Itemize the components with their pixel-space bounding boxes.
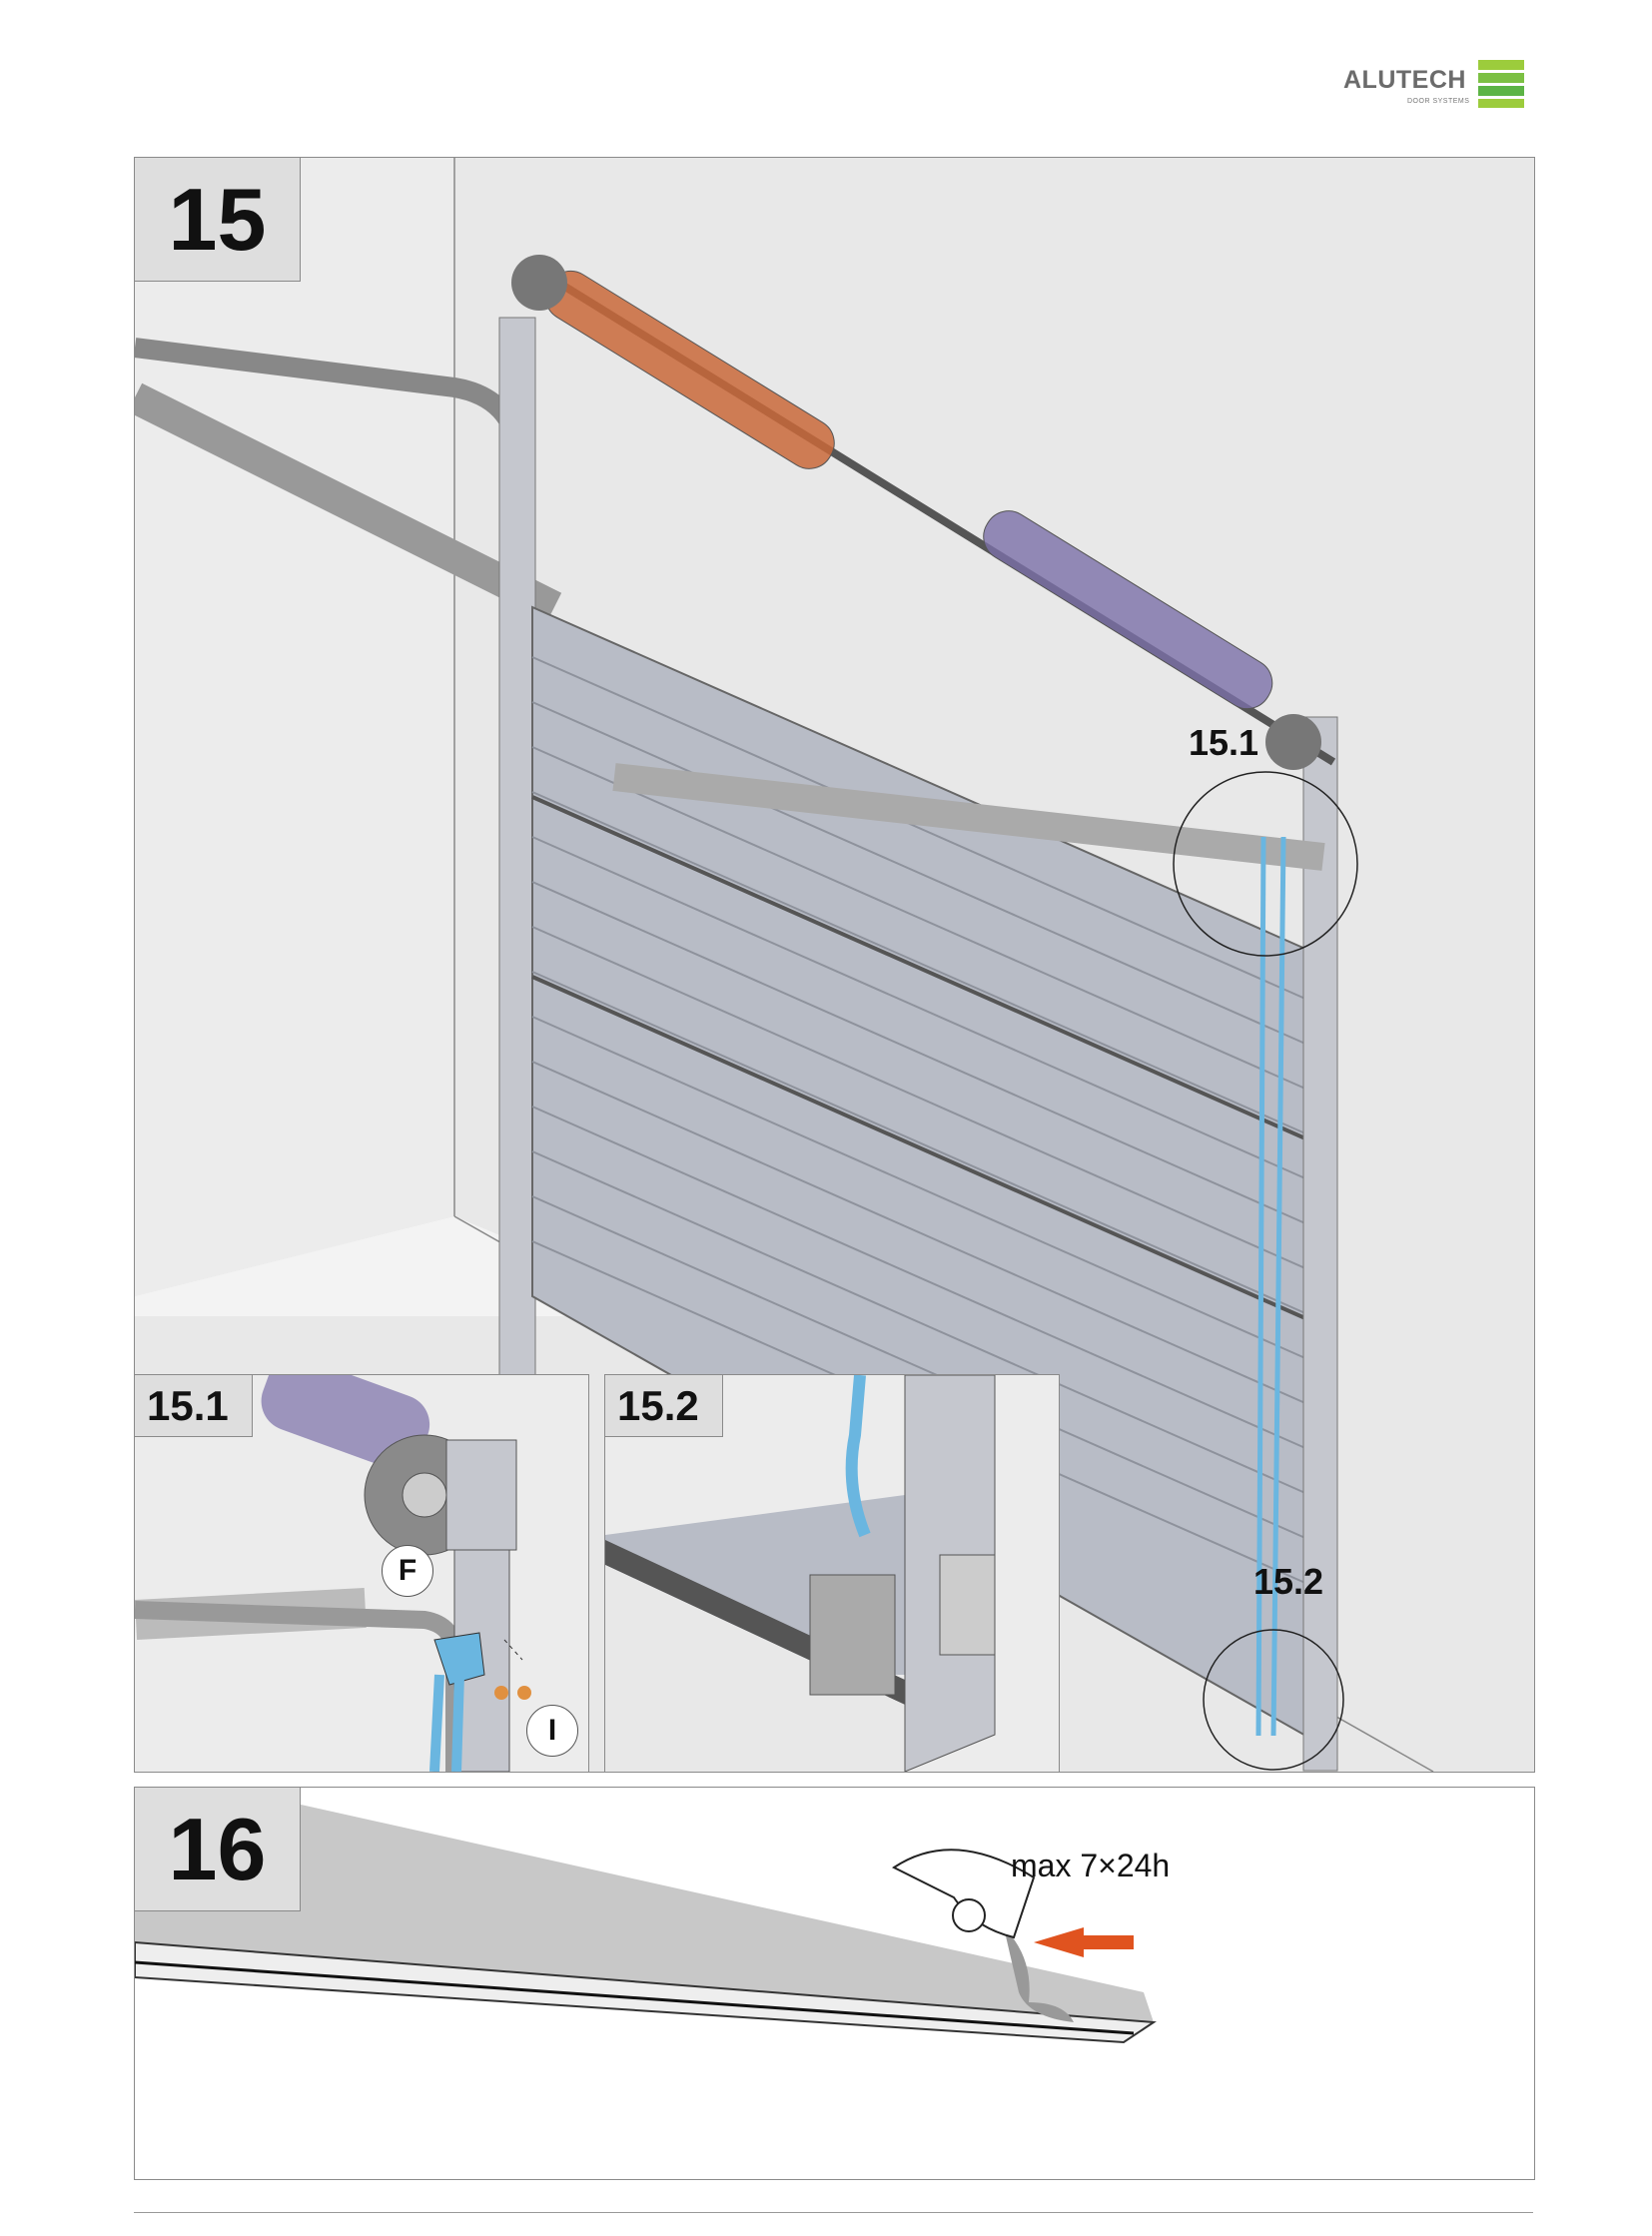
step-16-panel: 16 max 7×24h [134,1787,1535,2180]
detail-15-1-label: 15.1 [135,1375,253,1437]
brand-name: ALUTECH [1343,66,1466,94]
callout-15-1: 15.1 [1189,722,1259,763]
detail-15-2-label: 15.2 [605,1375,723,1437]
part-letter-f: F [382,1545,433,1597]
panel-film-removal-illustration [135,1788,1534,2179]
detail-15-2-panel: 15.2 [604,1374,1060,1773]
storage-time-note: max 7×24h [1011,1848,1171,1883]
detail-15-1-panel: 15.1 F I [134,1374,589,1773]
detail-15-1-illustration [135,1375,588,1772]
part-letter-i: I [526,1705,578,1757]
callout-15-2: 15.2 [1253,1561,1324,1602]
brand-subtitle: DOOR SYSTEMS [1407,98,1470,105]
detail-15-2-illustration [605,1375,1059,1772]
brand-logo: ALUTECH DOOR SYSTEMS [1343,60,1533,112]
step-15-number: 15 [135,158,301,282]
step-16-number: 16 [135,1788,301,1911]
brand-stripes-icon [1478,60,1524,108]
footer-rule [134,2212,1533,2213]
